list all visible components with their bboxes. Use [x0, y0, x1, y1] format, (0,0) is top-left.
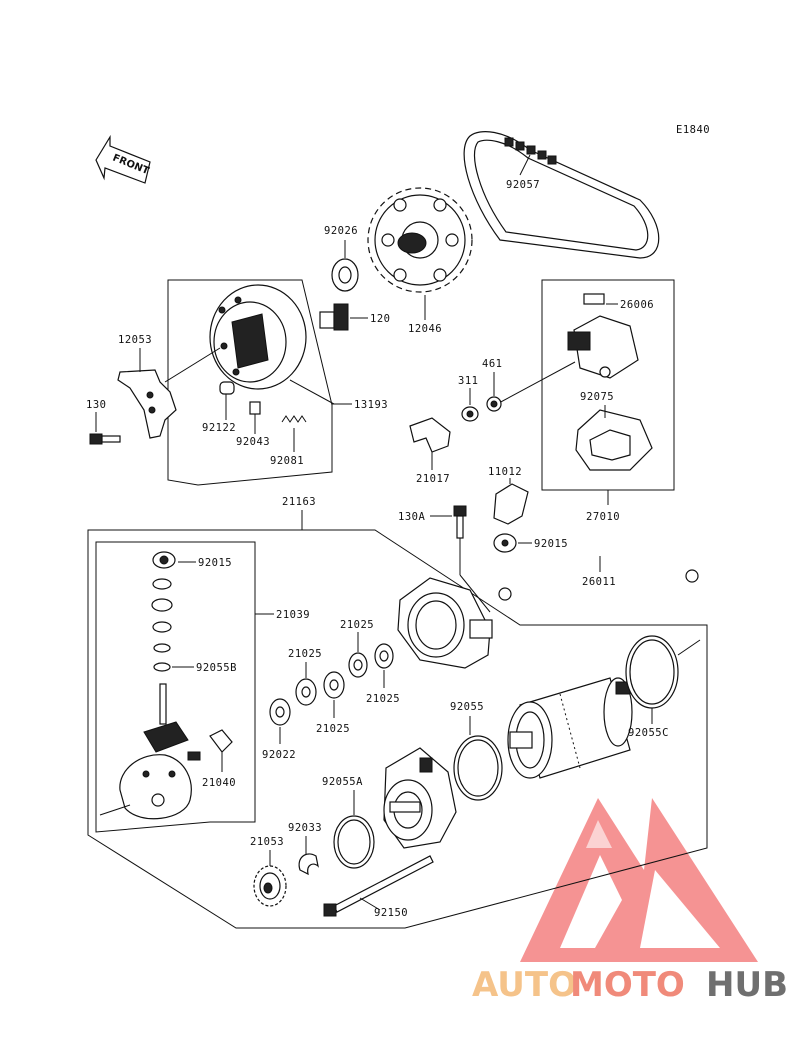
label-92057: 92057 — [506, 179, 540, 191]
front-arrow-icon: FRONT — [95, 134, 151, 184]
label-21040: 21040 — [202, 777, 236, 789]
label-92055C: 92055C — [628, 727, 669, 739]
label-12046: 12046 — [408, 323, 442, 335]
label-130A: 130A — [398, 511, 425, 523]
terminal-hardware-stack — [151, 551, 176, 672]
brush-holder-assembly-frame — [95, 541, 256, 833]
brush-21040 — [187, 729, 233, 761]
label-92033: 92033 — [288, 822, 322, 834]
label-21039: 21039 — [276, 609, 310, 621]
wordmark-moto: MOTO — [570, 965, 685, 1005]
label-461: 461 — [482, 358, 502, 370]
label-26006: 26006 — [620, 299, 654, 311]
label-92055: 92055 — [450, 701, 484, 713]
label-21053: 21053 — [250, 836, 284, 848]
label-130: 130 — [86, 399, 106, 411]
label-92043: 92043 — [236, 436, 270, 448]
label-92055A: 92055A — [322, 776, 363, 788]
pinion-gear-21053 — [253, 865, 287, 907]
wordmark-auto: AUTO — [472, 965, 577, 1005]
chain-links — [504, 137, 557, 165]
label-120: 120 — [370, 313, 390, 325]
circlip-92033 — [298, 853, 319, 876]
shim-washers — [269, 643, 394, 726]
label-21025-a: 21025 — [288, 648, 322, 660]
starter-cable-26011 — [498, 545, 699, 601]
relay-cover-92075 — [575, 409, 653, 471]
starter-rear-cover — [397, 577, 493, 669]
terminal-cap-11012 — [493, 483, 529, 525]
starter-motor-body — [507, 677, 633, 779]
automotohub-logo — [520, 798, 758, 962]
starter-front-cover — [383, 747, 457, 849]
shaft-120 — [319, 303, 349, 331]
bolt-130A — [453, 505, 467, 539]
label-92026: 92026 — [324, 225, 358, 237]
label-92122: 92122 — [202, 422, 236, 434]
brush-plate — [99, 683, 192, 820]
spring-92081 — [281, 415, 307, 423]
label-21163: 21163 — [282, 496, 316, 508]
starter-relay — [567, 315, 639, 379]
label-11012: 11012 — [488, 466, 522, 478]
label-27010: 27010 — [586, 511, 620, 523]
starter-clutch — [209, 284, 307, 390]
label-92055B: 92055B — [196, 662, 237, 674]
through-bolt-92150 — [323, 855, 434, 917]
label-92081: 92081 — [270, 455, 304, 467]
terminal-cap-21017 — [409, 417, 451, 453]
fuse-26006 — [583, 293, 605, 305]
label-92015-right: 92015 — [534, 538, 568, 550]
label-21025-c: 21025 — [316, 723, 350, 735]
starter-sprocket — [367, 187, 473, 293]
label-92075: 92075 — [580, 391, 614, 403]
clutch-assembly-frame — [167, 279, 333, 486]
label-21025-b: 21025 — [340, 619, 374, 631]
bolt-130 — [89, 433, 121, 445]
drive-chain — [463, 131, 660, 259]
label-92022: 92022 — [262, 749, 296, 761]
label-13193: 13193 — [354, 399, 388, 411]
pin-92043 — [249, 401, 261, 415]
bracket-12053 — [117, 369, 177, 439]
label-26011: 26011 — [582, 576, 616, 588]
automotohub-wordmark: AUTO MOTO HUB — [472, 965, 788, 1005]
label-311: 311 — [458, 375, 478, 387]
label-12053: 12053 — [118, 334, 152, 346]
wordmark-hub: HUB — [706, 965, 788, 1005]
starter-motor-assembly-frame — [87, 529, 708, 929]
label-92150: 92150 — [374, 907, 408, 919]
label-21017: 21017 — [416, 473, 450, 485]
roller-92122 — [219, 381, 235, 395]
diagram-code: E1840 — [676, 124, 710, 136]
label-92015-left: 92015 — [198, 557, 232, 569]
label-21025-d: 21025 — [366, 693, 400, 705]
